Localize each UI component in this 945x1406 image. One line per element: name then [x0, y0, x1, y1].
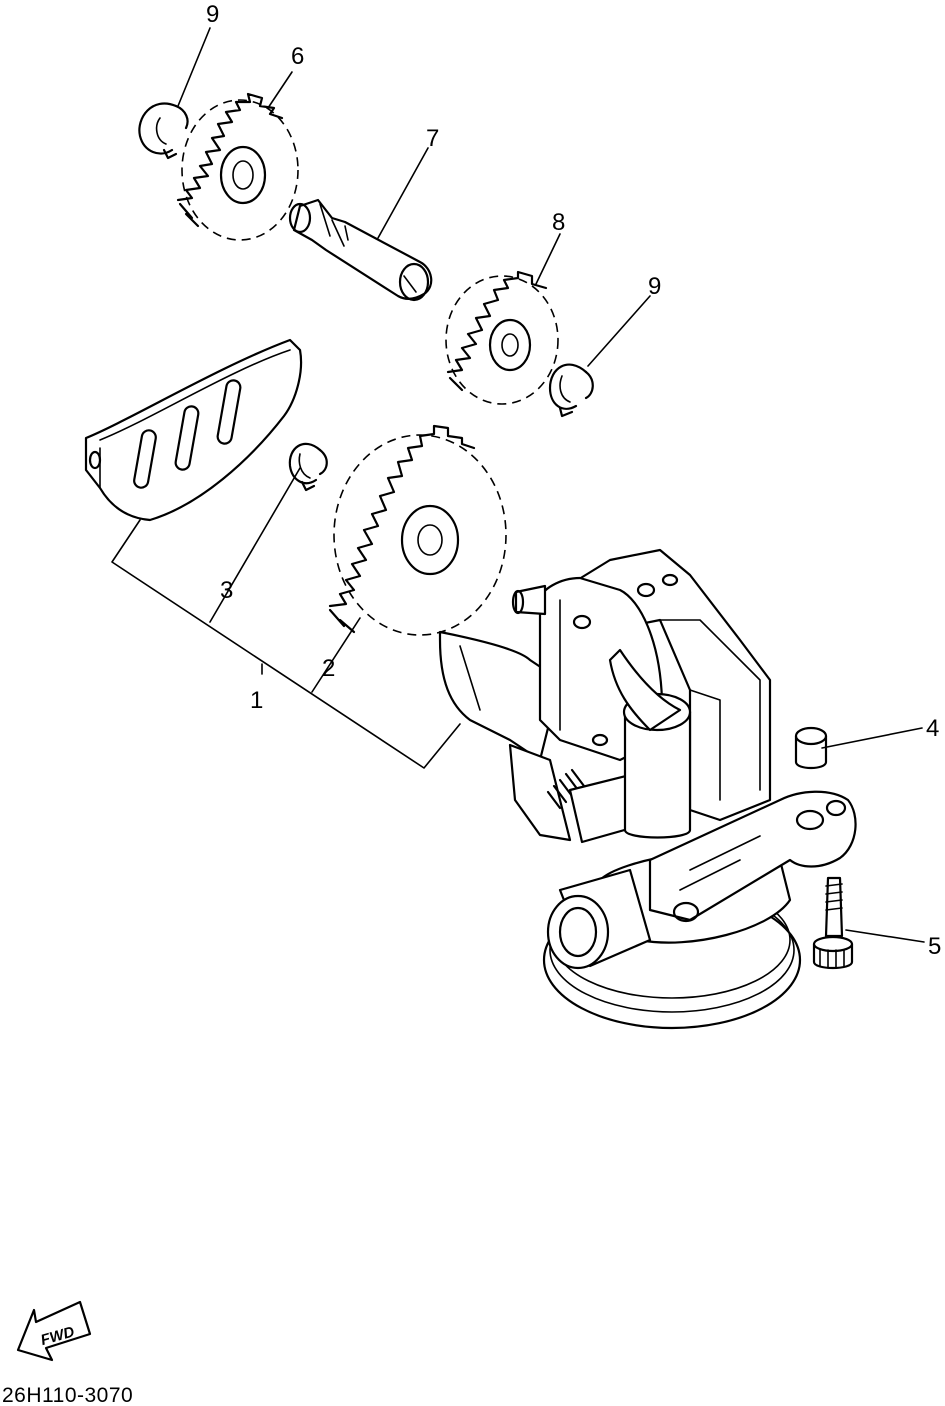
callout-8: 8 — [552, 209, 565, 236]
callout-2: 2 — [322, 655, 335, 682]
drive-gear-upper[interactable] — [176, 92, 299, 241]
callout-1: 1 — [250, 687, 263, 714]
callout-3: 3 — [220, 577, 233, 604]
callout-4: 4 — [926, 715, 939, 742]
assembly-bracket — [111, 467, 461, 769]
circlip-small[interactable] — [288, 442, 328, 492]
pump-shaft[interactable] — [288, 198, 433, 302]
circlip-upper[interactable] — [138, 102, 189, 160]
leader-lines — [177, 27, 925, 943]
driven-gear[interactable] — [445, 270, 559, 405]
callout-9-right: 9 — [648, 273, 661, 300]
diagram-code: 26H110-3070 — [2, 1384, 133, 1406]
callout-5: 5 — [928, 933, 941, 960]
rotor-gear-large[interactable] — [328, 424, 507, 636]
oil-pump-body[interactable] — [438, 548, 857, 1030]
dowel-pin[interactable] — [794, 726, 828, 770]
pump-cover-plate[interactable] — [84, 338, 303, 522]
callout-9-upper: 9 — [206, 1, 219, 28]
callout-7: 7 — [426, 125, 439, 152]
mounting-bolt[interactable] — [812, 876, 854, 970]
forward-arrow-icon: FWD — [16, 1300, 92, 1362]
circlip-right[interactable] — [548, 363, 594, 418]
callout-6: 6 — [291, 43, 304, 70]
